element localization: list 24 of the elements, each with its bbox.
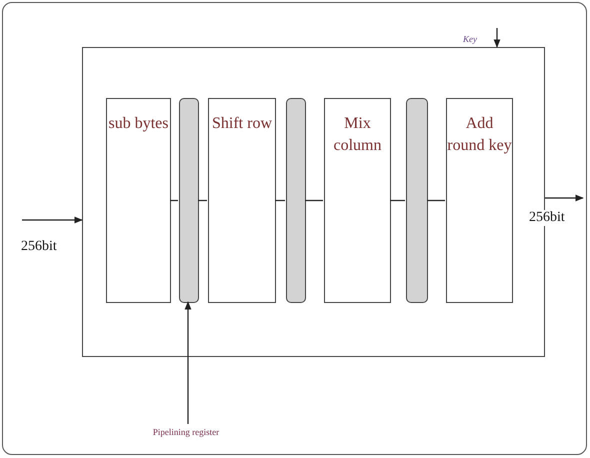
- block-label: Shift row: [212, 114, 272, 134]
- block-label: Mix column: [332, 114, 382, 156]
- signal-arrow: [22, 216, 83, 224]
- signal-arrow: [494, 28, 500, 48]
- leader-arrow: [184, 301, 192, 424]
- connector-line: [198, 200, 207, 202]
- process-box: [208, 98, 276, 303]
- edge-label: Key: [462, 34, 478, 44]
- register-bar: [179, 98, 199, 303]
- register-bar: [406, 98, 428, 303]
- connector-line: [305, 200, 323, 202]
- connector-line: [275, 200, 285, 202]
- register-bar: [286, 98, 306, 303]
- connector-line: [170, 200, 178, 202]
- block-label: Add round key: [447, 114, 512, 156]
- callout-text: Pipelining register: [152, 426, 220, 438]
- connector-line: [427, 200, 445, 202]
- process-box: [324, 98, 391, 303]
- process-box: [106, 98, 171, 303]
- process-box: [446, 98, 513, 303]
- connector-line: [390, 200, 405, 202]
- edge-label: 256bit: [528, 210, 566, 226]
- block-label: sub bytes: [108, 114, 168, 134]
- signal-arrow: [545, 194, 584, 202]
